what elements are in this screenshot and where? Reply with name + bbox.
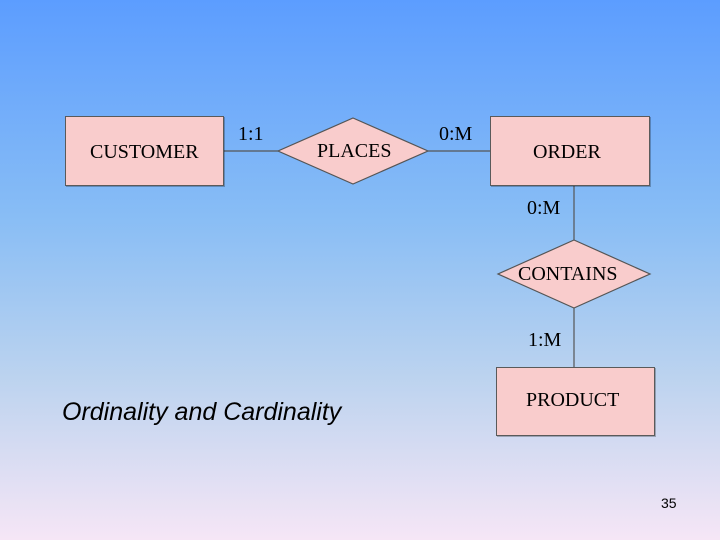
cardinality-order-contains: 0:M — [527, 197, 561, 219]
product-entity: PRODUCT — [496, 367, 655, 436]
order-label: ORDER — [533, 141, 601, 163]
cardinality-places-order: 0:M — [439, 123, 473, 145]
contains-label: CONTAINS — [518, 263, 618, 285]
contains-diamond — [496, 239, 652, 309]
customer-entity: CUSTOMER — [65, 116, 224, 186]
customer-label: CUSTOMER — [90, 141, 199, 163]
cardinality-contains-product: 1:M — [528, 329, 562, 351]
places-diamond — [276, 117, 430, 185]
slide-caption: Ordinality and Cardinality — [62, 398, 342, 426]
page-number: 35 — [661, 495, 677, 511]
places-label: PLACES — [317, 140, 392, 162]
order-entity: ORDER — [490, 116, 650, 186]
cardinality-customer-places: 1:1 — [238, 123, 264, 145]
product-label: PRODUCT — [526, 389, 620, 411]
